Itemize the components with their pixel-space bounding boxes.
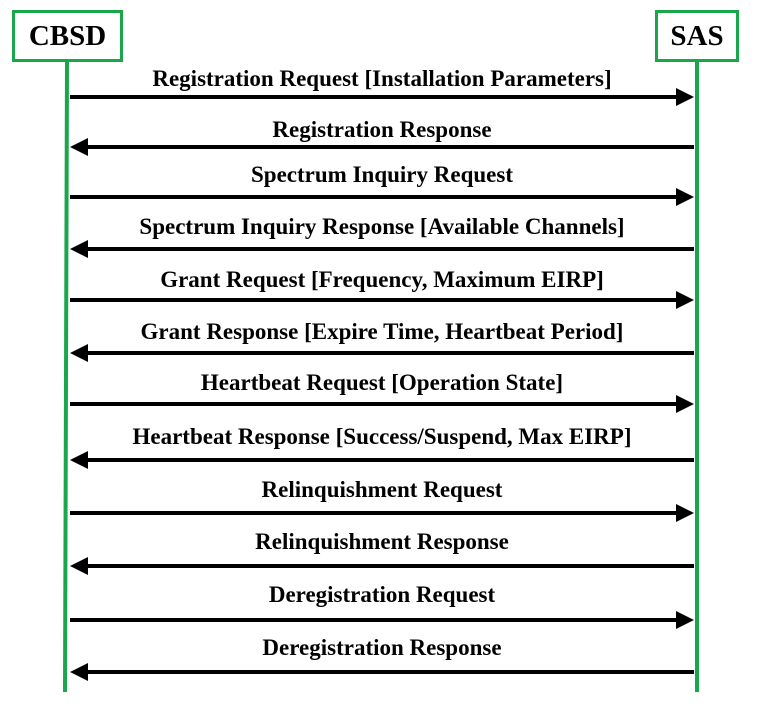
- cbsd-actor-box: CBSD: [12, 10, 123, 62]
- message-arrow-head: [676, 188, 694, 206]
- message-arrow-head: [70, 663, 88, 681]
- message-label: Heartbeat Request [Operation State]: [200, 370, 564, 395]
- message-label: Grant Response [Expire Time, Heartbeat P…: [140, 319, 624, 344]
- message-label: Spectrum Inquiry Request: [251, 162, 513, 187]
- message-arrow-head: [70, 451, 88, 469]
- message-arrow-head: [70, 240, 88, 258]
- message-label: Registration Request [Installation Param…: [152, 66, 612, 91]
- message-arrow-head: [676, 88, 694, 106]
- message-label: Registration Response: [272, 117, 492, 142]
- sas-actor-label: SAS: [670, 19, 724, 52]
- sas-actor-box: SAS: [655, 10, 739, 62]
- message-arrow-head: [70, 557, 88, 575]
- message-label: Relinquishment Request: [261, 477, 503, 502]
- message-arrow-head: [676, 395, 694, 413]
- message-arrows: [70, 88, 694, 681]
- message-arrow-head: [676, 504, 694, 522]
- message-arrow-head: [70, 138, 88, 156]
- message-label: Relinquishment Response: [255, 529, 509, 554]
- cbsd-actor-label: CBSD: [28, 19, 107, 52]
- message-label: Grant Request [Frequency, Maximum EIRP]: [160, 267, 604, 292]
- message-arrow-head: [676, 611, 694, 629]
- message-label: Deregistration Response: [262, 635, 502, 660]
- message-label: Spectrum Inquiry Response [Available Cha…: [139, 214, 625, 239]
- cbsd-lifeline: [63, 61, 69, 693]
- message-arrow-head: [676, 291, 694, 309]
- message-label: Deregistration Request: [268, 582, 496, 607]
- message-arrow-head: [70, 344, 88, 362]
- message-label: Heartbeat Response [Success/Suspend, Max…: [132, 424, 632, 449]
